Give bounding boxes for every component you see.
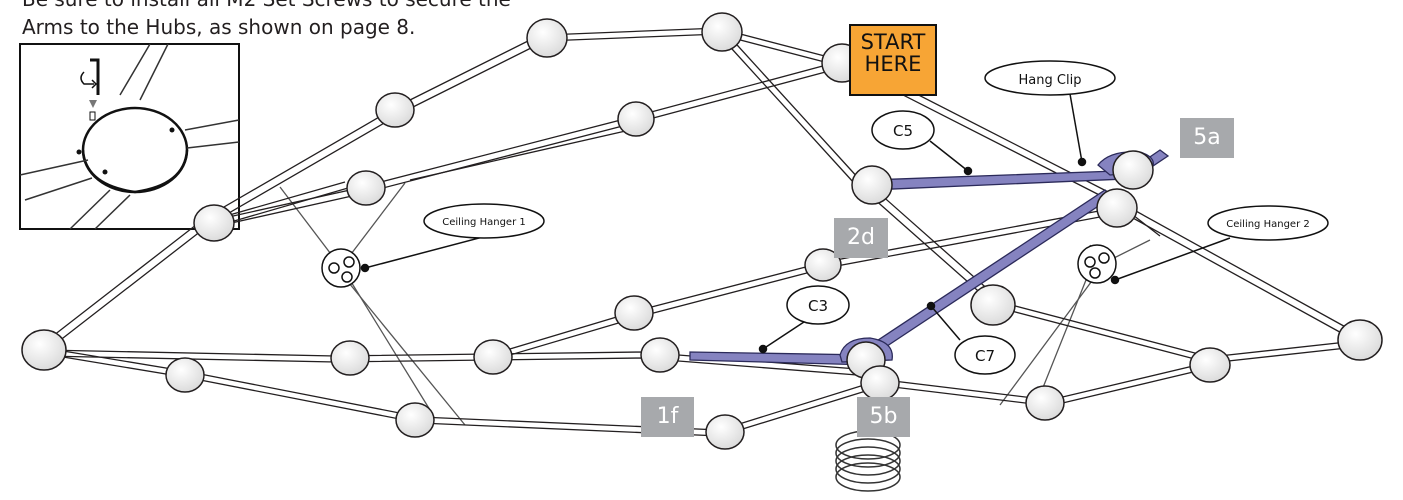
arm-c7 [859, 189, 1114, 361]
here-label: HERE [864, 52, 922, 76]
ceiling-hanger-2-callout [1207, 205, 1329, 241]
hang-clip-callout [984, 60, 1116, 96]
c3-label: C3 [808, 297, 828, 315]
hang-clip-label: Hang Clip [1019, 73, 1082, 88]
hub [614, 295, 654, 331]
hub [395, 402, 435, 438]
arm-c5 [869, 169, 1149, 191]
hub [165, 357, 205, 393]
hub [970, 284, 1016, 326]
start-label: START [860, 30, 926, 54]
hub [617, 101, 655, 137]
step-tag-5a: 5a [1180, 118, 1234, 158]
instruction-line-2: Arms to the Hubs, as shown on page 8. [22, 15, 416, 39]
hub [526, 18, 568, 58]
step-tag-2d: 2d [834, 218, 888, 258]
allen-key-rotate-icon [80, 58, 100, 121]
hub [330, 340, 370, 376]
ceiling-hanger-2-label: Ceiling Hanger 2 [1226, 219, 1309, 230]
hub [1337, 319, 1383, 361]
hub [705, 414, 745, 450]
ceiling-hanger-1-label: Ceiling Hanger 1 [442, 217, 525, 228]
hub [193, 204, 235, 242]
hub [640, 337, 680, 373]
set-screw-detail-inset [19, 43, 240, 230]
ceiling-hanger-2-icon [1077, 244, 1117, 284]
c3-callout [786, 285, 850, 325]
hub [1112, 150, 1154, 190]
c7-label: C7 [975, 347, 995, 365]
c7-callout [954, 335, 1016, 375]
hub [701, 12, 743, 52]
step-tag-5b: 5b [857, 397, 910, 437]
hubs [21, 12, 1383, 450]
hub [346, 170, 386, 206]
coiled-cord-icon [835, 400, 901, 492]
hanger-wires [279, 182, 1151, 426]
hub [1025, 385, 1065, 421]
hub [473, 339, 513, 375]
instruction-line-1: Be sure to install all M2 Set Screws to … [22, 0, 582, 11]
hub [851, 165, 893, 205]
c5-callout [871, 110, 935, 150]
hub [860, 365, 900, 401]
ceiling-hanger-1-icon [321, 248, 361, 288]
hub [375, 92, 415, 128]
hub [1189, 347, 1231, 383]
ceiling-hanger-1-callout [423, 203, 545, 239]
start-here-marker: START HERE [849, 24, 937, 96]
hub [1096, 188, 1138, 228]
c5-label: C5 [893, 122, 913, 140]
hub [21, 329, 67, 371]
step-tag-1f: 1f [641, 397, 694, 437]
hub [804, 248, 842, 282]
callouts [423, 60, 1329, 375]
